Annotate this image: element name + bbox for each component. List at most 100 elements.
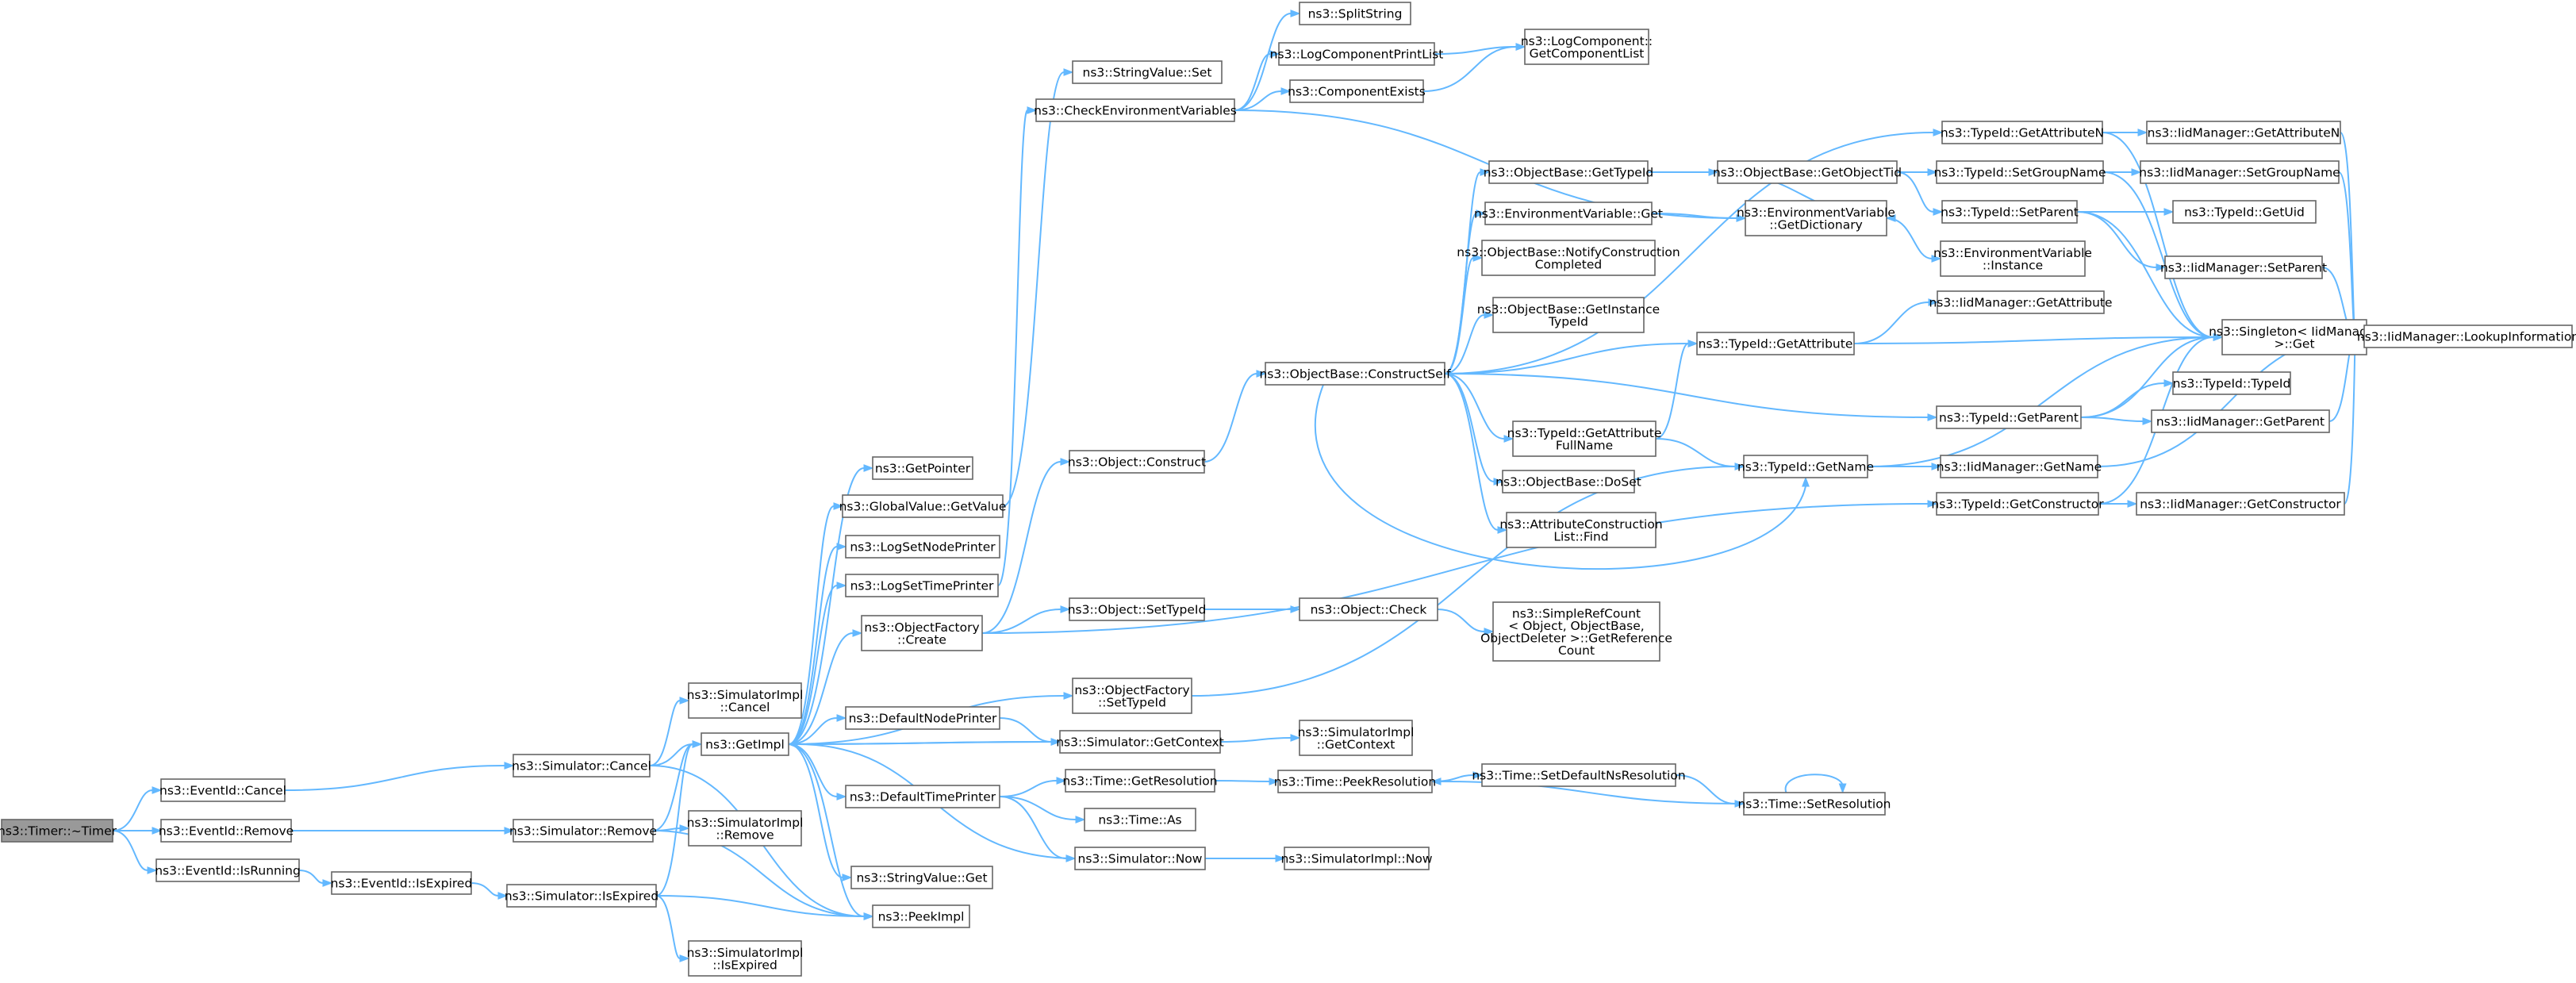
node-checkenv[interactable]: ns3::CheckEnvironmentVariables <box>1034 98 1237 122</box>
node-simimpl-cancel[interactable]: ns3::SimulatorImpl::Cancel <box>687 682 804 719</box>
node-label: ObjectDeleter >::GetReference <box>1480 631 1672 645</box>
node-ob-notify[interactable]: ns3::ObjectBase::NotifyConstructionCompl… <box>1457 240 1680 276</box>
node-label: ns3::Singleton< IidManager <box>2209 324 2380 339</box>
node-envvar-instance[interactable]: ns3::EnvironmentVariable::Instance <box>1933 240 2092 277</box>
node-simimpl-now[interactable]: ns3::SimulatorImpl::Now <box>1280 847 1433 870</box>
node-iid-getparent[interactable]: ns3::IidManager::GetParent <box>2151 409 2330 433</box>
node-label: ns3::StringValue::Get <box>856 871 987 885</box>
node-tid-setparent[interactable]: ns3::TypeId::SetParent <box>1941 200 2079 224</box>
node-splitstring[interactable]: ns3::SplitString <box>1299 2 1411 25</box>
node-label: ns3::Simulator::Remove <box>509 824 657 839</box>
node-iid-lookup[interactable]: ns3::IidManager::LookupInformation <box>2357 324 2576 348</box>
node-label: ns3::SimpleRefCount <box>1512 606 1641 620</box>
node-envvar-getdict[interactable]: ns3::EnvironmentVariable::GetDictionary <box>1737 200 1895 236</box>
node-tid-getattribute[interactable]: ns3::TypeId::GetAttribute <box>1696 332 1855 355</box>
node-ob-doset[interactable]: ns3::ObjectBase::DoSet <box>1495 470 1641 493</box>
node-getpointer[interactable]: ns3::GetPointer <box>872 456 973 480</box>
node-sim-getcontext[interactable]: ns3::Simulator::GetContext <box>1056 730 1224 754</box>
node-stringvalue-set[interactable]: ns3::StringValue::Set <box>1072 60 1223 84</box>
node-simplerefcount[interactable]: ns3::SimpleRefCount< Object, ObjectBase,… <box>1480 601 1672 662</box>
node-label: ns3::AttributeConstruction <box>1499 517 1662 532</box>
node-label: ::IsExpired <box>712 958 777 972</box>
node-iid-setparent[interactable]: ns3::IidManager::SetParent <box>2160 255 2327 279</box>
node-label: ns3::Simulator::IsExpired <box>505 889 658 904</box>
node-obj-construct[interactable]: ns3::Object::Construct <box>1068 450 1206 474</box>
node-deftimeprinter[interactable]: ns3::DefaultTimePrinter <box>845 785 1000 808</box>
node-logcomp-getlist[interactable]: ns3::LogComponent::GetComponentList <box>1521 29 1653 65</box>
node-of-create[interactable]: ns3::ObjectFactory::Create <box>861 615 983 651</box>
node-logcompprintlist[interactable]: ns3::LogComponentPrintList <box>1270 42 1444 66</box>
edge-eventid_remove-to-sim_remove <box>291 827 515 835</box>
node-label: ns3::TypeId::GetAttribute <box>1699 337 1853 351</box>
edge-tid_getparent-to-tid_typeid <box>2080 379 2175 418</box>
node-time-as[interactable]: ns3::Time::As <box>1084 808 1196 831</box>
edge-tid_getattribute-to-iid_getattribute <box>1853 298 1939 344</box>
node-tid-getconstructor[interactable]: ns3::TypeId::GetConstructor <box>1931 492 2104 516</box>
node-label: ns3::Object::SetTypeId <box>1068 603 1207 617</box>
node-obj-check[interactable]: ns3::Object::Check <box>1299 597 1438 621</box>
edge-eventid_cancel-to-sim_cancel <box>284 762 515 791</box>
node-getimpl[interactable]: ns3::GetImpl <box>701 732 789 756</box>
node-tid-typeid[interactable]: ns3::TypeId::TypeId <box>2172 371 2291 395</box>
node-sim-now[interactable]: ns3::Simulator::Now <box>1074 847 1206 870</box>
node-tid-getuid[interactable]: ns3::TypeId::GetUid <box>2172 200 2317 224</box>
node-iid-getconstructor[interactable]: ns3::IidManager::GetConstructor <box>2136 492 2345 516</box>
node-label: ns3::ObjectFactory <box>1074 683 1189 697</box>
node-ob-constructself[interactable]: ns3::ObjectBase::ConstructSelf <box>1259 362 1451 386</box>
node-simimpl-isexpired[interactable]: ns3::SimulatorImpl::IsExpired <box>687 940 804 977</box>
edge-checkenv-to-logcompprintlist <box>1234 50 1280 111</box>
node-iid-getattributen[interactable]: ns3::IidManager::GetAttributeN <box>2146 121 2341 144</box>
edge-obj_check-to-simplerefcount <box>1437 609 1495 635</box>
node-eventid-isexpired[interactable]: ns3::EventId::IsExpired <box>331 871 473 895</box>
node-ob-gettypeid[interactable]: ns3::ObjectBase::GetTypeId <box>1484 160 1654 184</box>
edge-obj_settypeid-to-obj_check <box>1204 605 1301 613</box>
node-eventid-isrunning[interactable]: ns3::EventId::IsRunning <box>155 858 301 882</box>
node-timer-dtor[interactable]: ns3::Timer::~Timer <box>0 819 117 843</box>
node-label: ns3::EventId::Remove <box>159 824 294 839</box>
node-logsetnode[interactable]: ns3::LogSetNodePrinter <box>845 535 1000 559</box>
node-sim-isexpired[interactable]: ns3::Simulator::IsExpired <box>505 884 658 908</box>
node-label: ::Instance <box>1983 258 2043 272</box>
node-sim-cancel[interactable]: ns3::Simulator::Cancel <box>512 754 651 778</box>
node-tid-getname[interactable]: ns3::TypeId::GetName <box>1737 455 1874 478</box>
node-eventid-remove[interactable]: ns3::EventId::Remove <box>159 819 294 843</box>
node-iid-setgroupname[interactable]: ns3::IidManager::SetGroupName <box>2139 160 2340 184</box>
node-defnodeprinter[interactable]: ns3::DefaultNodePrinter <box>845 706 1000 730</box>
node-time-setdefns[interactable]: ns3::Time::SetDefaultNsResolution <box>1472 763 1686 787</box>
node-componentexists[interactable]: ns3::ComponentExists <box>1288 79 1426 103</box>
edge-tid_setparent-to-singleton_get <box>2076 211 2224 341</box>
node-singleton-get[interactable]: ns3::Singleton< IidManager>::Get <box>2209 319 2381 355</box>
node-label: ::GetContext <box>1317 737 1395 751</box>
node-tid-setgroupname[interactable]: ns3::TypeId::SetGroupName <box>1933 160 2106 184</box>
node-label: ns3::EventId::Cancel <box>159 784 286 798</box>
node-label: ns3::DefaultNodePrinter <box>849 712 997 726</box>
node-label: ::SetTypeId <box>1098 695 1166 709</box>
node-peekimpl[interactable]: ns3::PeekImpl <box>872 904 970 928</box>
node-simimpl-getcontext[interactable]: ns3::SimulatorImpl::GetContext <box>1298 720 1415 756</box>
node-label: ns3::EventId::IsRunning <box>155 864 301 878</box>
node-label: GetComponentList <box>1530 46 1645 60</box>
node-logsettime[interactable]: ns3::LogSetTimePrinter <box>845 574 999 597</box>
node-time-setres[interactable]: ns3::Time::SetResolution <box>1737 792 1891 816</box>
node-time-getres[interactable]: ns3::Time::GetResolution <box>1062 769 1218 793</box>
edges-layer <box>112 10 2366 962</box>
node-obj-settypeid[interactable]: ns3::Object::SetTypeId <box>1068 597 1207 621</box>
node-envvar-get[interactable]: ns3::EnvironmentVariable::Get <box>1474 202 1663 225</box>
node-eventid-cancel[interactable]: ns3::EventId::Cancel <box>159 778 286 802</box>
node-tid-getattributen[interactable]: ns3::TypeId::GetAttributeN <box>1941 121 2104 144</box>
node-iid-getname[interactable]: ns3::IidManager::GetName <box>1937 455 2102 478</box>
edge-ob_constructself-to-tid_getparent <box>1444 373 1938 421</box>
node-label: ns3::Timer::~Timer <box>0 824 117 839</box>
node-simimpl-remove[interactable]: ns3::SimulatorImpl::Remove <box>687 810 804 847</box>
node-ob-getobjecttid[interactable]: ns3::ObjectBase::GetObjectTid <box>1713 160 1902 184</box>
node-stringvalue-get[interactable]: ns3::StringValue::Get <box>850 866 993 889</box>
node-gv-getvalue[interactable]: ns3::GlobalValue::GetValue <box>839 494 1007 518</box>
node-time-peekres[interactable]: ns3::Time::PeekResolution <box>1274 770 1436 793</box>
node-iid-getattribute[interactable]: ns3::IidManager::GetAttribute <box>1929 290 2113 314</box>
node-of-settypeid[interactable]: ns3::ObjectFactory::SetTypeId <box>1072 678 1192 714</box>
node-sim-remove[interactable]: ns3::Simulator::Remove <box>509 819 657 843</box>
node-tid-getparent[interactable]: ns3::TypeId::GetParent <box>1936 405 2082 429</box>
